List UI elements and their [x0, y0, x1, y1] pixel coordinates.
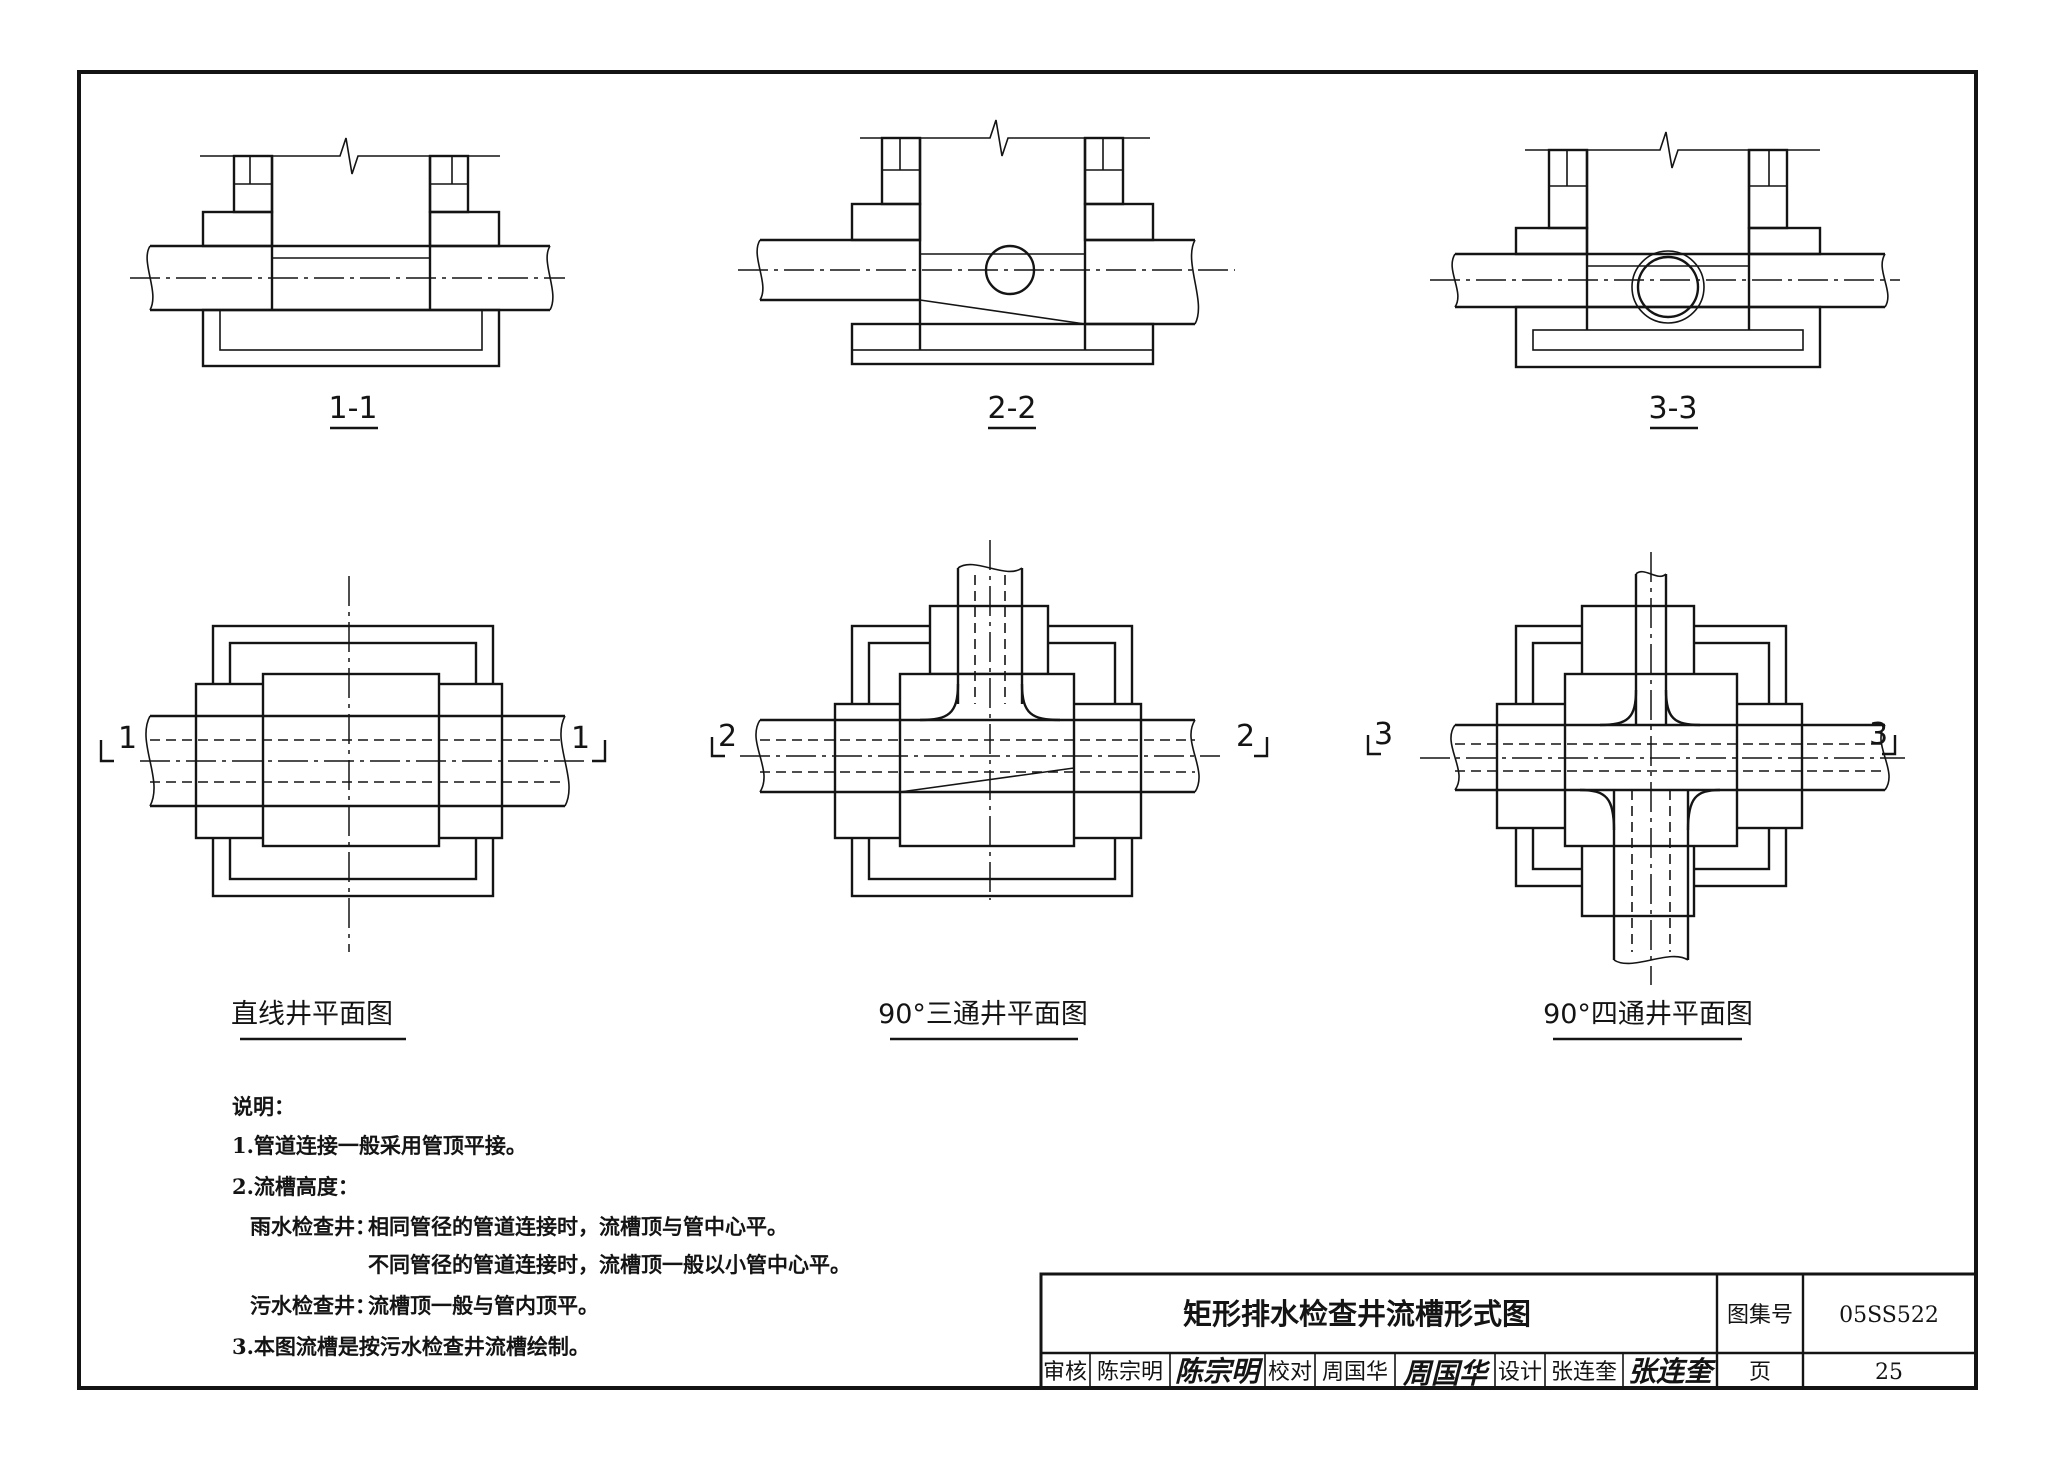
drawing-title: 矩形排水检查井流槽形式图: [1183, 1297, 1531, 1331]
section-3-3: 3-3: [1430, 131, 1900, 430]
note-rain-label: 雨水检查井：: [250, 1214, 376, 1239]
designer-signature: 张连奎: [1628, 1355, 1716, 1388]
designer-name: 张连奎: [1551, 1360, 1617, 1385]
atlas-number: 05SS522: [1839, 1303, 1939, 1328]
plan-tee-mark-right: 2: [1236, 719, 1255, 754]
notes-block: 说明： 1.管道连接一般采用管顶平接。 2.流槽高度： 雨水检查井： 相同管径的…: [232, 1094, 851, 1359]
reviewer-signature: 陈宗明: [1175, 1355, 1264, 1388]
plan-tee-mark-left: 2: [718, 719, 737, 754]
page-number: 25: [1875, 1360, 1903, 1385]
reviewer-name: 陈宗明: [1097, 1360, 1163, 1385]
review-label: 审核: [1043, 1360, 1087, 1385]
plan-cross-title: 90°四通井平面图: [1543, 999, 1753, 1030]
section-1-1-label: 1-1: [329, 391, 378, 426]
section-2-2: 2-2: [738, 119, 1235, 430]
design-label: 设计: [1498, 1360, 1542, 1385]
plan-tee-title: 90°三通井平面图: [878, 999, 1088, 1030]
plan-cross-mark-left: 3: [1374, 717, 1393, 752]
check-label: 校对: [1268, 1360, 1312, 1385]
note-rain-same: 相同管径的管道连接时，流槽顶与管中心平。: [368, 1214, 788, 1239]
note-rain-diff: 不同管径的管道连接时，流槽顶一般以小管中心平。: [368, 1252, 851, 1277]
plan-cross-mark-right: 3: [1869, 717, 1888, 752]
checker-signature: 周国华: [1402, 1357, 1491, 1390]
note-3: 3.本图流槽是按污水检查井流槽绘制。: [232, 1334, 590, 1359]
section-1-1: 1-1: [130, 137, 565, 430]
page-label: 页: [1749, 1360, 1771, 1385]
plan-tee: 2 2 90°三通井平面图: [710, 540, 1269, 1041]
notes-heading: 说明：: [232, 1094, 295, 1119]
checker-name: 周国华: [1322, 1360, 1388, 1385]
note-2: 2.流槽高度：: [232, 1174, 359, 1199]
section-3-3-label: 3-3: [1649, 391, 1698, 426]
plan-straight: 1 1 直线井平面图: [99, 576, 607, 1041]
atlas-label: 图集号: [1727, 1303, 1793, 1328]
note-sewage-text: 流槽顶一般与管内顶平。: [368, 1293, 599, 1318]
plan-cross: 3 3 90°四通井平面图: [1366, 552, 1905, 1041]
plan-straight-mark-right: 1: [571, 721, 590, 756]
title-block: 矩形排水检查井流槽形式图 图集号 05SS522 页 25 审核 陈宗明 陈宗明…: [1039, 1272, 1978, 1390]
sheet-border: [77, 70, 1978, 1390]
section-2-2-label: 2-2: [988, 391, 1037, 426]
plan-straight-title: 直线井平面图: [231, 999, 393, 1030]
plan-straight-mark-left: 1: [118, 721, 137, 756]
note-sewage-label: 污水检查井：: [250, 1293, 376, 1318]
note-1: 1.管道连接一般采用管顶平接。: [232, 1133, 527, 1158]
